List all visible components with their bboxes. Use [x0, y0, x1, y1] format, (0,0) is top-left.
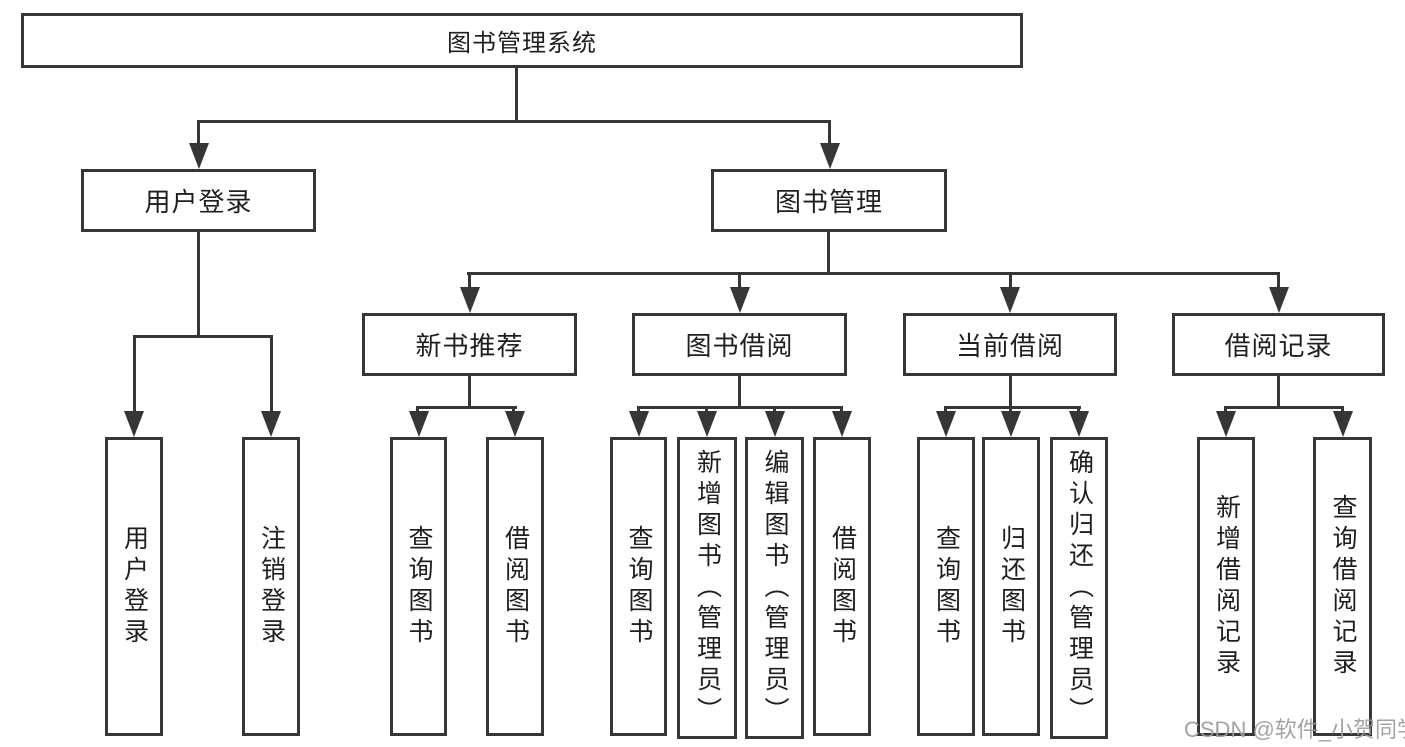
connector-line [773, 406, 776, 414]
node-records: 借阅记录 [1172, 313, 1385, 376]
node-root: 图书管理系统 [21, 13, 1023, 68]
connector-line [467, 272, 1280, 275]
arrowhead-down-icon [188, 143, 209, 169]
node-cur-return: 归还图书 [982, 437, 1040, 736]
arrowhead-down-icon [505, 411, 525, 437]
connector-line [515, 68, 518, 123]
arrowhead-down-icon [408, 411, 429, 437]
node-cur-confirm: 确认归还（管理员） [1050, 437, 1108, 739]
node-rec-query: 查询图书 [390, 437, 447, 736]
csdn-watermark: CSDN @软件_小贺同学 [1184, 717, 1405, 742]
arrowhead-down-icon [697, 411, 717, 437]
connector-line [1277, 272, 1280, 289]
arrowhead-down-icon [1001, 411, 1021, 437]
node-bor-add: 新增图书（管理员） [677, 437, 737, 739]
connector-line [637, 406, 640, 414]
arrowhead-down-icon [124, 411, 144, 437]
connector-line [197, 120, 831, 123]
connector-line [705, 406, 708, 414]
connector-line [1009, 406, 1012, 414]
node-bor-edit: 编辑图书（管理员） [745, 437, 804, 739]
node-rec-borrow: 借阅图书 [486, 437, 544, 736]
node-mgmt: 图书管理 [711, 169, 947, 232]
connector-line [270, 335, 273, 413]
connector-line [1009, 272, 1012, 289]
arrowhead-down-icon [459, 287, 480, 313]
node-current: 当前借阅 [903, 313, 1117, 376]
arrowhead-down-icon [832, 411, 852, 437]
node-bor-lend: 借阅图书 [813, 437, 871, 736]
connector-line [944, 406, 1081, 409]
connector-line [197, 120, 200, 146]
arrowhead-down-icon [1268, 287, 1289, 313]
arrowhead-down-icon [729, 287, 750, 313]
connector-line [738, 376, 741, 409]
connector-line [637, 406, 842, 409]
connector-line [840, 406, 843, 414]
arrowhead-down-icon [261, 411, 281, 437]
connector-line [197, 232, 200, 338]
node-rcd-query: 查询借阅记录 [1313, 437, 1372, 736]
node-rcd-add: 新增借阅记录 [1197, 437, 1255, 736]
connector-line [1009, 376, 1012, 409]
arrowhead-down-icon [764, 411, 785, 437]
connector-line [512, 406, 515, 414]
connector-line [738, 272, 741, 289]
connector-line [944, 406, 947, 414]
connector-line [133, 335, 136, 413]
arrowhead-down-icon [628, 411, 649, 437]
connector-line [468, 272, 471, 289]
node-leaf-logout: 注销登录 [242, 437, 300, 736]
node-login: 用户登录 [81, 169, 316, 232]
node-borrow: 图书借阅 [632, 313, 847, 376]
connector-line [1341, 406, 1344, 414]
connector-line [1225, 406, 1344, 409]
connector-line [133, 335, 272, 338]
arrowhead-down-icon [1332, 411, 1353, 437]
connector-line [828, 120, 831, 146]
arrowhead-down-icon [936, 411, 956, 437]
connector-line [1077, 406, 1080, 414]
connector-line [416, 406, 517, 409]
arrowhead-down-icon [1069, 411, 1089, 437]
connector-line [827, 232, 830, 275]
arrowhead-down-icon [819, 143, 840, 169]
arrowhead-down-icon [1000, 287, 1020, 313]
connector-line [468, 376, 471, 409]
node-leaf-login: 用户登录 [105, 437, 163, 736]
arrowhead-down-icon [1216, 411, 1236, 437]
connector-line [416, 406, 419, 414]
node-cur-query: 查询图书 [917, 437, 975, 736]
connector-line [1224, 406, 1227, 414]
node-rec: 新书推荐 [362, 313, 577, 376]
node-bor-query: 查询图书 [610, 437, 667, 736]
connector-line [1277, 376, 1280, 409]
